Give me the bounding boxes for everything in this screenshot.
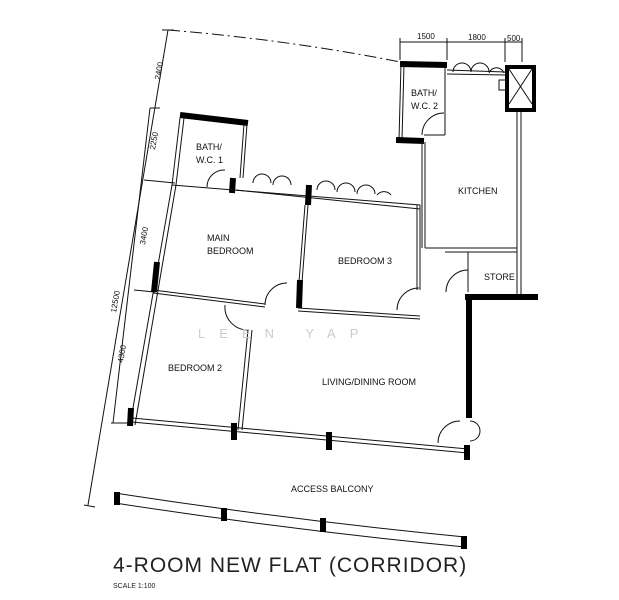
living-dining-label: LIVING/DINING ROOM <box>322 377 416 387</box>
plan-title: 4-ROOM NEW FLAT (CORRIDOR) <box>113 554 467 577</box>
access-balcony-label: ACCESS BALCONY <box>291 484 374 494</box>
dimension-lines <box>83 29 523 508</box>
dim-12500: 12500 <box>109 289 122 313</box>
dim-2250: 2250 <box>148 131 160 151</box>
door-swings <box>206 62 505 444</box>
dim-4300: 4300 <box>116 344 128 364</box>
dim-500: 500 <box>507 34 521 43</box>
bath1-label: BATH/ <box>196 142 222 152</box>
kitchen-label: KITCHEN <box>458 186 498 196</box>
walls <box>114 61 538 549</box>
main-bedroom-label: MAIN <box>207 233 230 243</box>
store-label: STORE <box>484 272 515 282</box>
dim-2400: 2400 <box>153 61 165 81</box>
bedroom3-label: BEDROOM 3 <box>338 256 392 266</box>
bath1-label-2: W.C. 1 <box>196 155 223 165</box>
bath2-label-2: W.C. 2 <box>411 101 438 111</box>
dim-1500: 1500 <box>417 32 435 41</box>
bath2-label: BATH/ <box>411 88 437 98</box>
dim-3400: 3400 <box>138 226 150 246</box>
plan-scale: SCALE 1:100 <box>113 583 156 590</box>
watermark: LEEN YAP <box>198 326 372 341</box>
dim-1800: 1800 <box>468 33 486 42</box>
main-bedroom-label-2: BEDROOM <box>207 246 254 256</box>
bedroom2-label: BEDROOM 2 <box>168 363 222 373</box>
